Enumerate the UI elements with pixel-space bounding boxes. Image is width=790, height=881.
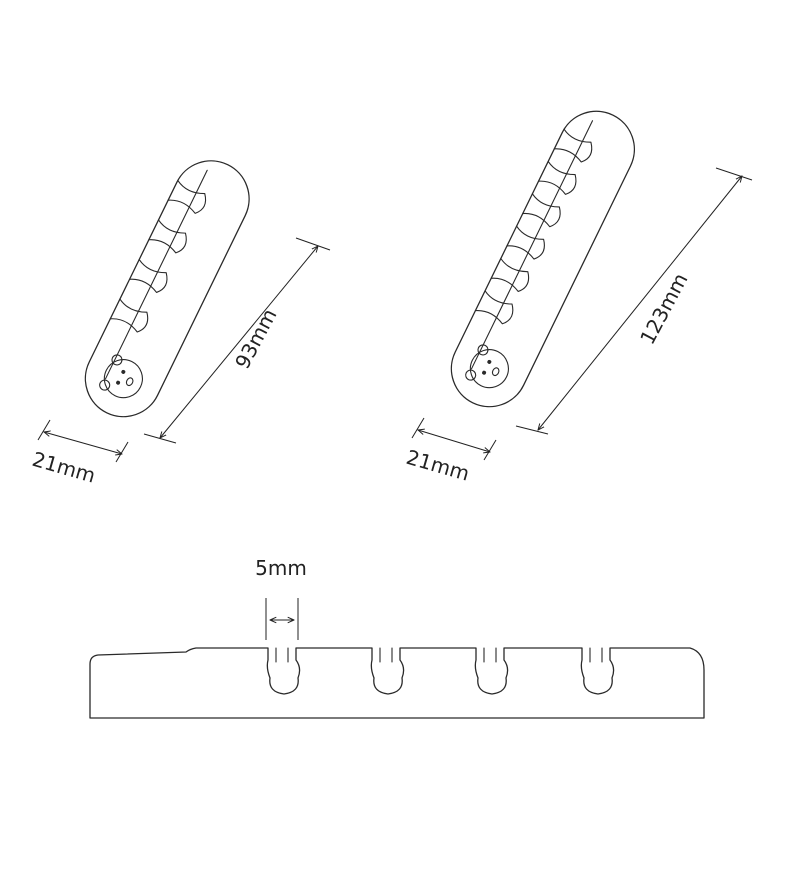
small-slot-1 [109, 298, 149, 333]
slot-neck-4 [589, 647, 603, 663]
large-slot-1 [474, 290, 514, 325]
large-organizer [450, 110, 636, 408]
slot-neck-1 [275, 647, 289, 663]
large-organizer-body [450, 110, 636, 408]
small-width-dimension: 21mm [30, 419, 129, 488]
large-width-dimension: 21mm [404, 417, 497, 486]
slot-gap-label: 5mm [255, 556, 307, 580]
slot-neck-2 [379, 647, 393, 663]
bear-face-icon [465, 344, 509, 389]
large-width-label: 21mm [404, 445, 473, 486]
bear-face-icon [99, 354, 143, 399]
small-organizer [84, 160, 250, 418]
side-profile-outline [89, 647, 705, 719]
small-width-label: 21mm [30, 447, 99, 488]
slot-gap-dimension: 5mm [255, 556, 307, 640]
small-organizer-body [84, 160, 250, 418]
small-slot-4 [167, 179, 207, 214]
side-profile [89, 647, 705, 719]
large-slot-2 [490, 257, 530, 292]
small-length-label: 93mm [230, 305, 281, 373]
large-slot-6 [553, 128, 593, 163]
slot-neck-3 [483, 647, 497, 663]
large-length-label: 123mm [635, 269, 692, 348]
